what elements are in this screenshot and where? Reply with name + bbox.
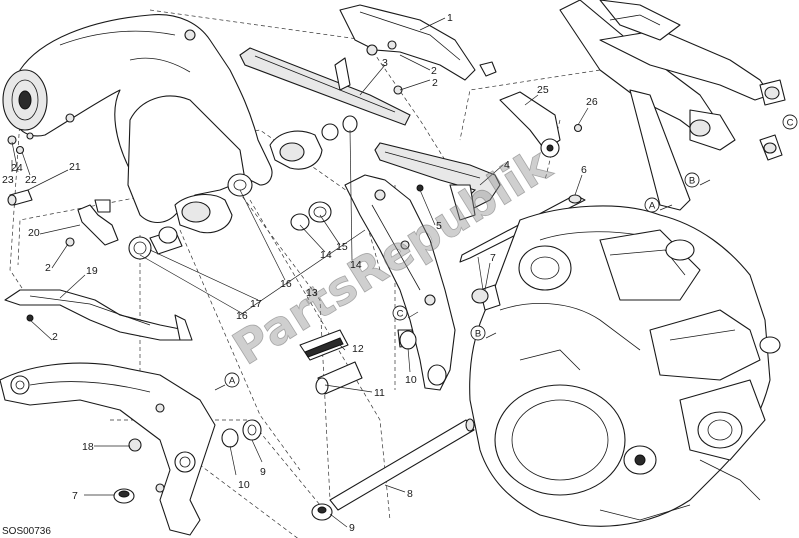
callout: 21 [69,161,81,173]
callout: 11 [374,387,385,399]
callout: 3 [382,57,388,69]
svg-text:A: A [649,201,656,212]
ref-marker: A [224,372,240,388]
callout: 16 [280,278,292,290]
callout: 1 [447,12,453,24]
footpeg-bracket-left [0,362,216,536]
callout: 2 [52,331,58,343]
leader-lines [11,17,589,528]
swingarm [2,14,323,234]
callout: 2 [45,262,51,274]
reference-marker-group: A B C B C A [224,114,798,388]
svg-text:B: B [689,176,695,187]
chain-guard-upper [239,47,411,126]
callout: 14 [320,249,332,261]
callout: 13 [306,287,318,299]
ref-marker: C [392,305,408,321]
exhaust-hanger [4,289,193,341]
sensor-bracket [499,91,583,158]
ref-marker: B [470,325,486,341]
callout: 20 [28,227,40,239]
diagram-code: SOS00736 [2,526,51,537]
callout: 18 [82,441,94,453]
ref-marker: A [644,197,660,213]
callout: 5 [436,220,442,232]
callout-labels: 1 2 3 2 25 26 4 5 6 21 24 22 23 20 2 19 … [2,12,598,534]
callout: 4 [504,159,510,171]
callout: 10 [405,374,417,386]
footrest-bracket [344,174,456,391]
callout: 9 [349,522,355,534]
callout: 25 [537,84,549,96]
callout: 14 [350,259,362,271]
callout: 7 [490,252,496,264]
callout: 26 [586,96,598,108]
ref-marker: B [684,172,700,188]
callout: 2 [431,65,437,77]
ref-marker: C [782,114,798,130]
callout: 19 [86,265,98,277]
svg-text:A: A [229,376,236,387]
chain-slider [374,142,501,221]
callout: 17 [250,298,262,310]
svg-text:B: B [475,329,481,340]
callout: 10 [238,479,250,491]
rear-frame [559,0,786,211]
svg-text:C: C [397,309,404,320]
callout: 8 [407,488,413,500]
bearings-and-spacers [128,115,363,395]
callout: 23 [2,174,14,186]
sensor-mount [65,199,119,247]
long-axle [329,418,475,511]
callout: 22 [25,174,37,186]
callout: 9 [260,466,266,478]
callout: 7 [72,490,78,502]
chain-guard-cover [339,4,497,95]
fasteners [7,132,424,521]
engine [397,205,781,527]
callout: 15 [336,241,348,253]
ref-arrows [214,179,711,391]
callout: 12 [352,343,364,355]
callout: 6 [581,164,587,176]
callout: 2 [432,77,438,89]
callout: 16 [236,310,248,322]
callout: 24 [11,162,23,174]
group-bracket [239,229,366,316]
svg-text:C: C [787,118,794,129]
